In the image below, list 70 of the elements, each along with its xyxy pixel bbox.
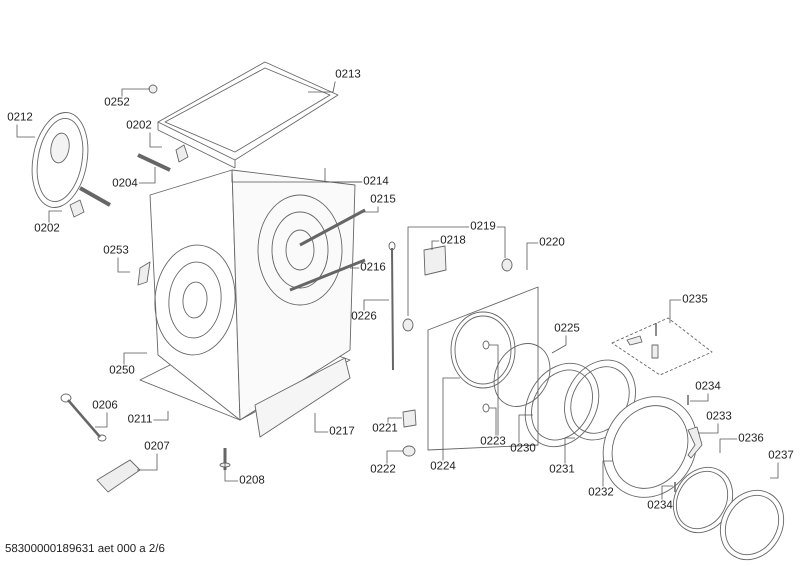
leader-line — [152, 410, 168, 420]
leader-line — [364, 300, 390, 311]
callout-number: 0206 — [92, 400, 118, 412]
callout-number: 0226 — [351, 310, 377, 324]
leader-line — [224, 462, 239, 482]
leader-line — [698, 423, 718, 434]
leader-line — [432, 240, 440, 250]
leader-line — [308, 81, 336, 92]
leader-line — [720, 438, 738, 454]
leader-line — [138, 166, 156, 184]
callout-number: 0222 — [370, 464, 396, 476]
callout-number: 0225 — [554, 322, 580, 336]
leader-line — [122, 88, 150, 97]
leader-line — [602, 460, 614, 487]
leader-line — [386, 450, 404, 464]
callout-number: 0207 — [144, 440, 170, 454]
callout-number: 0215 — [370, 194, 396, 206]
callout-number: 0216 — [360, 262, 386, 274]
callout-number: 0237 — [768, 450, 794, 462]
leader-line — [670, 300, 682, 324]
leader-line — [526, 242, 539, 270]
callout-number: 0214 — [363, 176, 389, 188]
leader-line — [94, 412, 108, 428]
leader-line — [770, 462, 778, 478]
leader-line — [48, 210, 62, 223]
callout-number: 0250 — [109, 364, 135, 378]
leader-line — [518, 414, 534, 443]
leader-line — [118, 257, 130, 272]
leader-line — [442, 378, 460, 461]
leader-line — [662, 486, 674, 500]
callout-number: 0211 — [128, 414, 152, 426]
callout-number: 0220 — [539, 236, 565, 250]
callout-number: 0221 — [372, 422, 398, 436]
drawing-number: 58300000189631 aet 000 a 2/6 — [5, 543, 165, 555]
callout-number: 0232 — [588, 486, 614, 500]
callout-number: 0212 — [7, 112, 33, 124]
leader-line — [496, 226, 506, 258]
leader-line — [488, 408, 496, 436]
leader-line — [124, 352, 148, 365]
leader-line — [16, 124, 36, 138]
leader-line — [314, 412, 329, 432]
callout-number: 0234 — [647, 500, 673, 512]
leader-line — [690, 393, 708, 402]
callout-number: 0204 — [112, 178, 138, 190]
leader-line — [564, 438, 576, 464]
callout-number: 0218 — [440, 234, 466, 248]
callout-number: 0234 — [695, 380, 721, 394]
callout-number: 0208 — [239, 474, 265, 488]
callout-number: 0236 — [738, 432, 764, 446]
callout-number: 0233 — [706, 410, 732, 424]
callout-number: 0213 — [335, 68, 361, 82]
callout-number: 0253 — [103, 244, 129, 258]
callout-number: 0252 — [104, 96, 130, 110]
callout-number: 0217 — [329, 426, 355, 438]
leader-line — [488, 344, 498, 436]
callout-number: 0230 — [510, 442, 536, 456]
leader-line — [408, 226, 470, 316]
leader-line — [150, 132, 162, 148]
callout-number: 0223 — [480, 436, 506, 448]
leader-line — [362, 206, 378, 212]
callout-number: 0231 — [549, 464, 575, 476]
callout-number: 0235 — [682, 294, 708, 306]
leader-line — [388, 418, 402, 423]
callout-number: 0202 — [126, 120, 152, 132]
callout-number: 0224 — [430, 460, 456, 474]
leader-line — [136, 453, 158, 470]
leader-line — [552, 335, 566, 354]
callout-number: 0219 — [470, 220, 496, 234]
callout-number: 0202 — [34, 222, 60, 236]
leader-line — [324, 168, 363, 182]
